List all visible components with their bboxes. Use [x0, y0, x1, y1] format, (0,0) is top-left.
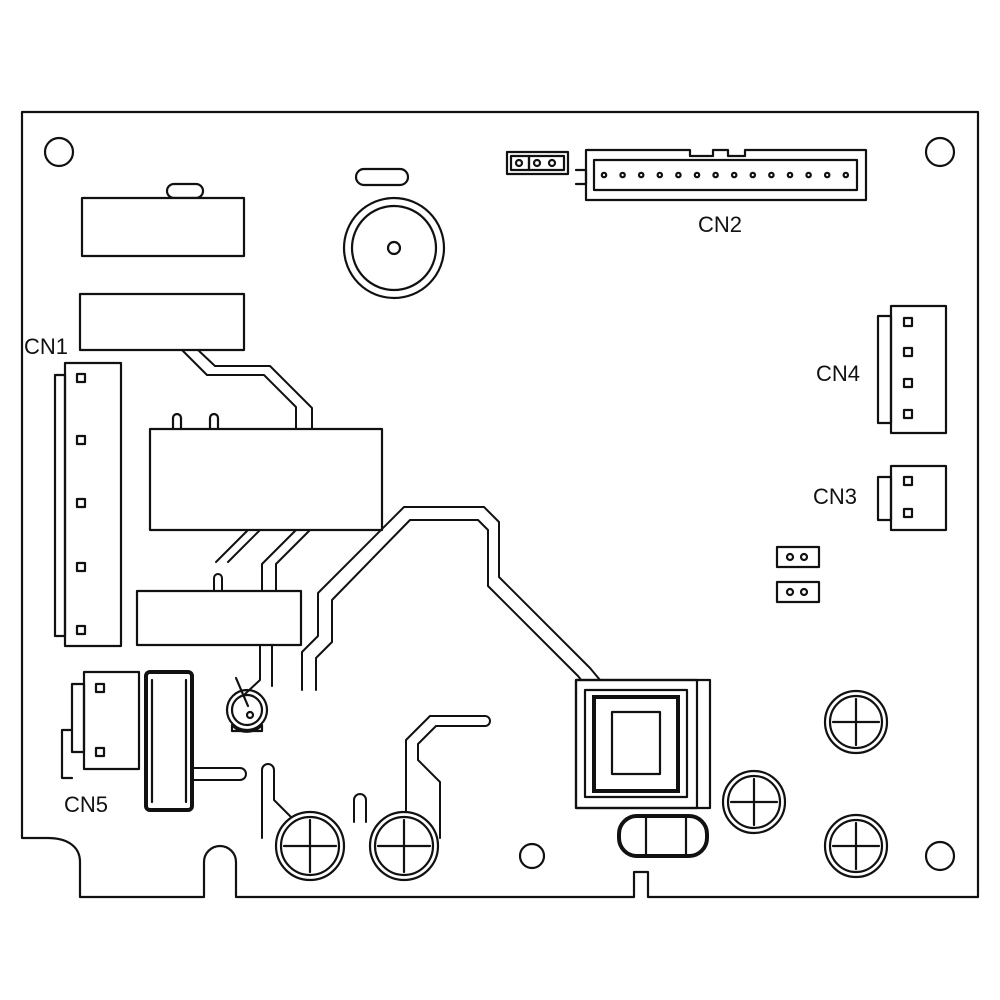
line-filter-choke: [574, 678, 712, 810]
buzzer-oval-pad: [354, 167, 410, 187]
cn2-pin: [637, 171, 645, 179]
cn2-pin: [768, 171, 775, 179]
electrolytic-capacitor: [823, 689, 889, 755]
cn1-connector: [53, 361, 123, 648]
buzzer: [342, 196, 446, 300]
cn1-pin: [75, 624, 87, 636]
cn1-pin: [75, 561, 87, 573]
electrolytic-capacitor: [823, 813, 889, 879]
cn2-pin: [600, 171, 608, 179]
cn2-pin: [805, 171, 812, 179]
cn3-label: CN3: [813, 484, 857, 509]
jumper-top: [505, 150, 570, 176]
trim-potentiometer: [225, 676, 269, 733]
transformer-block: [148, 427, 384, 532]
transformer-pins: [171, 412, 220, 431]
cn2-pin: [842, 171, 850, 179]
cn1-label: CN1: [24, 334, 68, 359]
jumper-right-upper: [775, 545, 821, 569]
capacitor-block-top: [80, 196, 246, 258]
mounting-hole-top-right: [924, 136, 956, 168]
electrolytic-capacitor: [721, 769, 787, 835]
cn1-pin: [75, 434, 87, 446]
cn2-pin: [693, 171, 701, 179]
cn1-pin: [75, 372, 87, 384]
cn1-pin: [75, 497, 87, 509]
mounting-hole-bottom-center: [518, 842, 546, 870]
board-outline: [20, 110, 980, 899]
filter-capacitor: [617, 814, 709, 858]
traces: [181, 349, 601, 839]
bridge-rectifier: [144, 670, 194, 812]
cn3-connector: [876, 464, 948, 532]
cn2-label: CN2: [698, 212, 742, 237]
mounting-hole-top-left: [43, 136, 75, 168]
cn5-connector: [60, 670, 141, 780]
small-oval-component: [165, 182, 205, 200]
cn2-pin: [823, 171, 831, 179]
cn5-label: CN5: [64, 792, 108, 817]
cn2-pin: [730, 171, 738, 179]
relay-block: [78, 292, 246, 352]
cn4-connector: [876, 304, 948, 435]
electrolytic-capacitor: [274, 810, 346, 882]
cn2-pin: [619, 171, 626, 179]
cn2-pin: [656, 171, 664, 179]
cn4-label: CN4: [816, 361, 860, 386]
electrolytic-capacitor: [368, 810, 440, 882]
cn2-connector: [574, 148, 868, 202]
jumper-right-lower: [775, 580, 821, 604]
mounting-hole-bottom-right: [924, 840, 956, 872]
regulator-block: [135, 589, 303, 647]
cn2-pin: [675, 171, 682, 179]
cn2-pin: [749, 171, 757, 179]
cn2-pin: [712, 171, 719, 179]
cn2-pin: [786, 171, 794, 179]
